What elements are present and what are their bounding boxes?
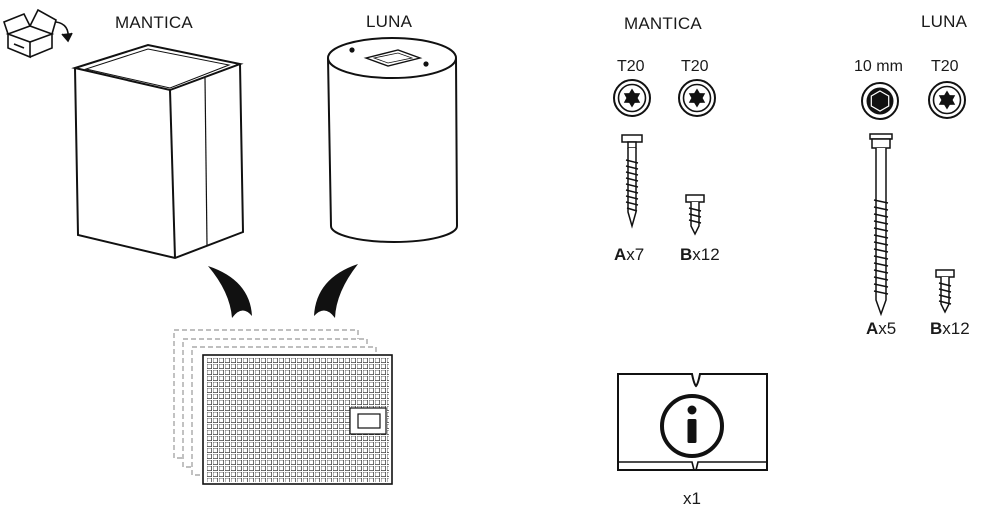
mantica-hood-drawing [71,43,245,260]
mantica-hood-label: MANTICA [115,13,193,32]
luna-bit1-label: 10 mm [854,58,903,75]
info-book-icon [617,373,768,471]
luna-hood-drawing [327,37,459,243]
mantica-kit-title: MANTICA [624,14,702,33]
mantica-bit1-label: T20 [617,58,645,75]
mantica-bit2-label: T20 [681,58,709,75]
torx-t20-icon [678,79,716,117]
luna-screw-b-qty: Bx12 [930,319,970,338]
screw-a-icon [621,134,643,229]
torx-t20-icon [928,81,966,119]
mantica-screw-a-qty: Ax7 [614,245,645,264]
unbox-icon [3,8,73,59]
template-sheet-front [202,354,393,485]
luna-hood-label: LUNA [366,12,413,31]
hex-10mm-icon [861,82,899,120]
screw-a-icon [869,133,893,317]
arrow-icon [208,264,358,318]
manual-qty: x1 [683,489,701,508]
screw-b-icon [935,269,955,314]
mantica-screw-b-qty: Bx12 [680,245,720,264]
luna-kit-title: LUNA [921,12,968,31]
torx-t20-icon [613,79,651,117]
screw-b-icon [685,194,705,236]
luna-bit2-label: T20 [931,58,959,75]
luna-screw-a-qty: Ax5 [866,319,897,338]
